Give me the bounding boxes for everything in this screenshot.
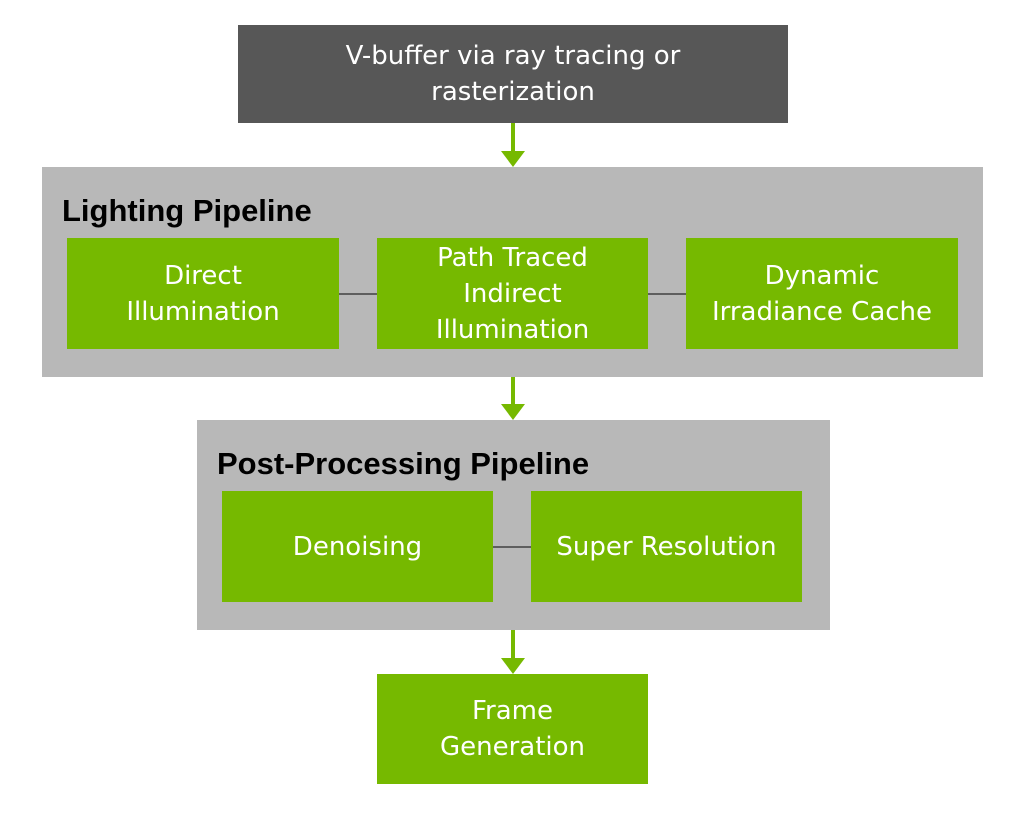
path-traced-indirect-illumination-box: Path Traced Indirect Illumination — [377, 238, 648, 349]
dynamic-irradiance-cache-box: Dynamic Irradiance Cache — [686, 238, 958, 349]
super-resolution-label: Super Resolution — [556, 531, 777, 562]
connector-direct-path — [339, 293, 377, 295]
direct-illumination-box: Direct Illumination — [67, 238, 339, 349]
arrow-to-frame-generation — [501, 630, 525, 674]
vbuffer-box: V-buffer via ray tracing or rasterizatio… — [238, 25, 788, 123]
super-resolution-box: Super Resolution — [531, 491, 802, 602]
frame-generation-label: Frame Generation — [439, 696, 586, 762]
lighting-pipeline-title: Lighting Pipeline — [62, 193, 312, 228]
frame-generation-box: Frame Generation — [377, 674, 648, 784]
path-traced-indirect-illumination-label: Path Traced Indirect Illumination — [435, 242, 590, 345]
direct-illumination-label: Direct Illumination — [126, 260, 280, 327]
post-processing-pipeline-title: Post-Processing Pipeline — [217, 446, 590, 481]
denoising-label: Denoising — [292, 531, 423, 562]
arrow-to-post-processing — [501, 377, 525, 420]
vbuffer-label: V-buffer via ray tracing or rasterizatio… — [345, 41, 681, 107]
connector-denoise-superres — [493, 546, 531, 548]
dynamic-irradiance-cache-label: Dynamic Irradiance Cache — [711, 260, 933, 327]
denoising-box: Denoising — [222, 491, 493, 602]
connector-path-cache — [648, 293, 686, 295]
arrow-to-lighting — [501, 123, 525, 167]
